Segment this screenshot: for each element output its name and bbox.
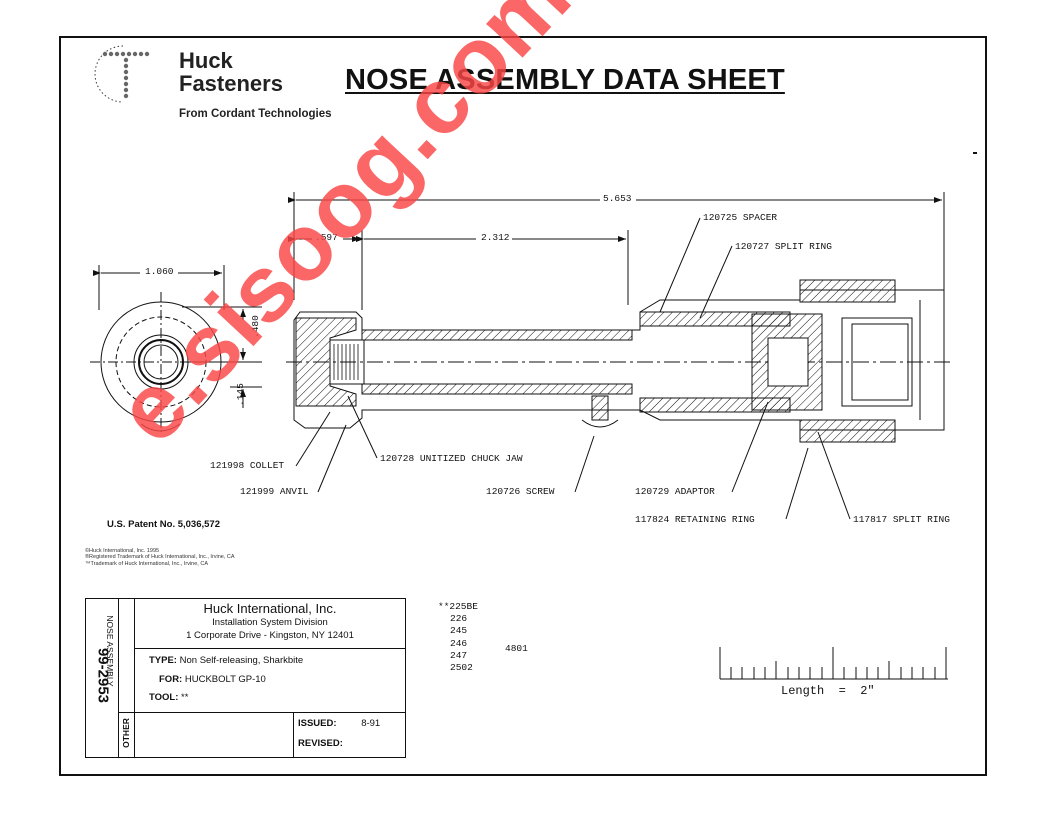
tool-code: 226 [450,613,468,625]
for-field: FOR: HUCKBOLT GP-10 [159,674,266,685]
brand-name: Huck Fasteners [179,48,283,96]
tool-field: TOOL: ** [149,692,189,703]
title-block: 99-2953 NOSE ASSEMBLY OTHER Huck Interna… [85,598,406,758]
dim-480: .480 [250,315,261,338]
tool-code-extra: 4801 [505,643,528,654]
company-name: Huck International, Inc. [203,601,337,616]
page-title: NOSE ASSEMBLY DATA SHEET [345,64,785,96]
patent-number: U.S. Patent No. 5,036,572 [107,519,220,530]
tool-code: 2502 [450,662,473,674]
dim-145: .145 [235,383,246,406]
sheet-border [59,36,987,776]
dim-597: .597 [315,232,338,243]
dim-2312: 2.312 [481,232,510,243]
tool-code: **225BE [438,601,478,612]
type-field: TYPE: Non Self-releasing, Sharkbite [149,655,304,666]
callout-anvil: 121999 ANVIL [240,486,309,497]
revised-field: REVISED: [298,738,343,749]
scale-label: Length = 2" [781,684,875,698]
company-address: 1 Corporate Drive - Kingston, NY 12401 [186,630,354,641]
other-label: OTHER [121,718,131,748]
callout-split-ring-2: 117817 SPLIT RING [853,514,950,525]
scale-ruler-icon [719,647,948,680]
callout-retaining-ring: 117824 RETAINING RING [635,514,755,525]
tool-code: 245 [450,625,468,637]
callout-spacer: 120725 SPACER [703,212,778,223]
brand-subtitle: From Cordant Technologies [179,108,332,120]
huck-logo-icon [94,45,150,103]
callout-adaptor: 120729 ADAPTOR [635,486,715,497]
company-division: Installation System Division [212,617,328,628]
copyright-notice: ©Huck International, Inc. 1995 ®Register… [85,548,235,567]
dim-1060: 1.060 [145,266,174,277]
callout-split-ring: 120727 SPLIT RING [735,241,832,252]
tool-code: 246 [450,637,468,649]
callout-chuck-jaw: 120728 UNITIZED CHUCK JAW [380,453,523,464]
category-label: NOSE ASSEMBLY [105,615,115,687]
dim-overall-length: 5.653 [603,193,632,204]
callout-screw: 120726 SCREW [486,486,555,497]
tool-code: 247 [450,649,468,661]
issued-field: ISSUED: 8-91 [298,718,381,729]
tool-code-list: **225BE 226 245 246 247 2502 [438,601,478,674]
callout-collet: 121998 COLLET [210,460,285,471]
